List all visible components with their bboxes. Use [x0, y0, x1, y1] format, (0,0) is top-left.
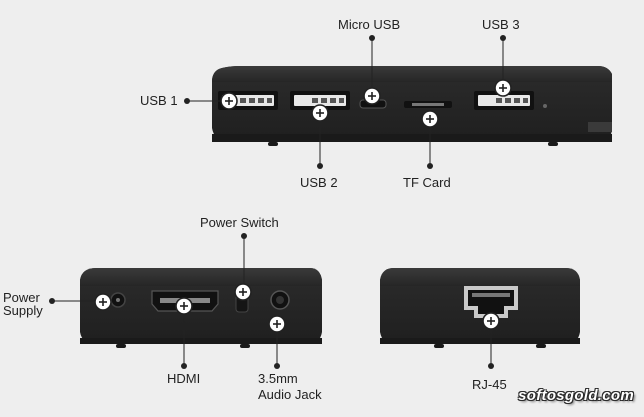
marker-tf-card: [421, 110, 439, 128]
marker-rj45: [482, 312, 500, 330]
plus-markers: [94, 79, 512, 333]
watermark: softosgold.com: [518, 387, 634, 404]
label-usb2: USB 2: [300, 175, 338, 190]
tf-card-slot: [404, 101, 452, 108]
label-power-supply-line1: Power: [3, 290, 40, 305]
audio-jack-port: [270, 290, 290, 310]
label-usb1: USB 1: [140, 93, 178, 108]
marker-micro-usb: [363, 87, 381, 105]
rj45-port: [464, 286, 518, 318]
marker-usb2: [311, 104, 329, 122]
usb2-port: [290, 91, 350, 110]
marker-hdmi: [175, 297, 193, 315]
marker-usb1: [220, 92, 238, 110]
power-supply-port: [110, 292, 126, 308]
label-audio-line2: Audio Jack: [258, 387, 322, 402]
marker-power-switch: [234, 283, 252, 301]
label-tf-card: TF Card: [403, 175, 451, 190]
label-power-switch: Power Switch: [200, 215, 279, 230]
marker-power-supply: [94, 293, 112, 311]
label-usb3: USB 3: [482, 17, 520, 32]
usb3-port: [474, 91, 534, 110]
label-rj45: RJ-45: [472, 377, 507, 392]
label-power-supply-line2: Supply: [3, 303, 43, 318]
marker-usb3: [494, 79, 512, 97]
leader-end-dots: [49, 35, 506, 369]
label-hdmi: HDMI: [167, 371, 201, 386]
label-micro-usb: Micro USB: [338, 17, 401, 32]
status-led: [543, 104, 547, 108]
marker-audio-jack: [268, 315, 286, 333]
label-audio-line1: 3.5mm: [258, 371, 298, 386]
